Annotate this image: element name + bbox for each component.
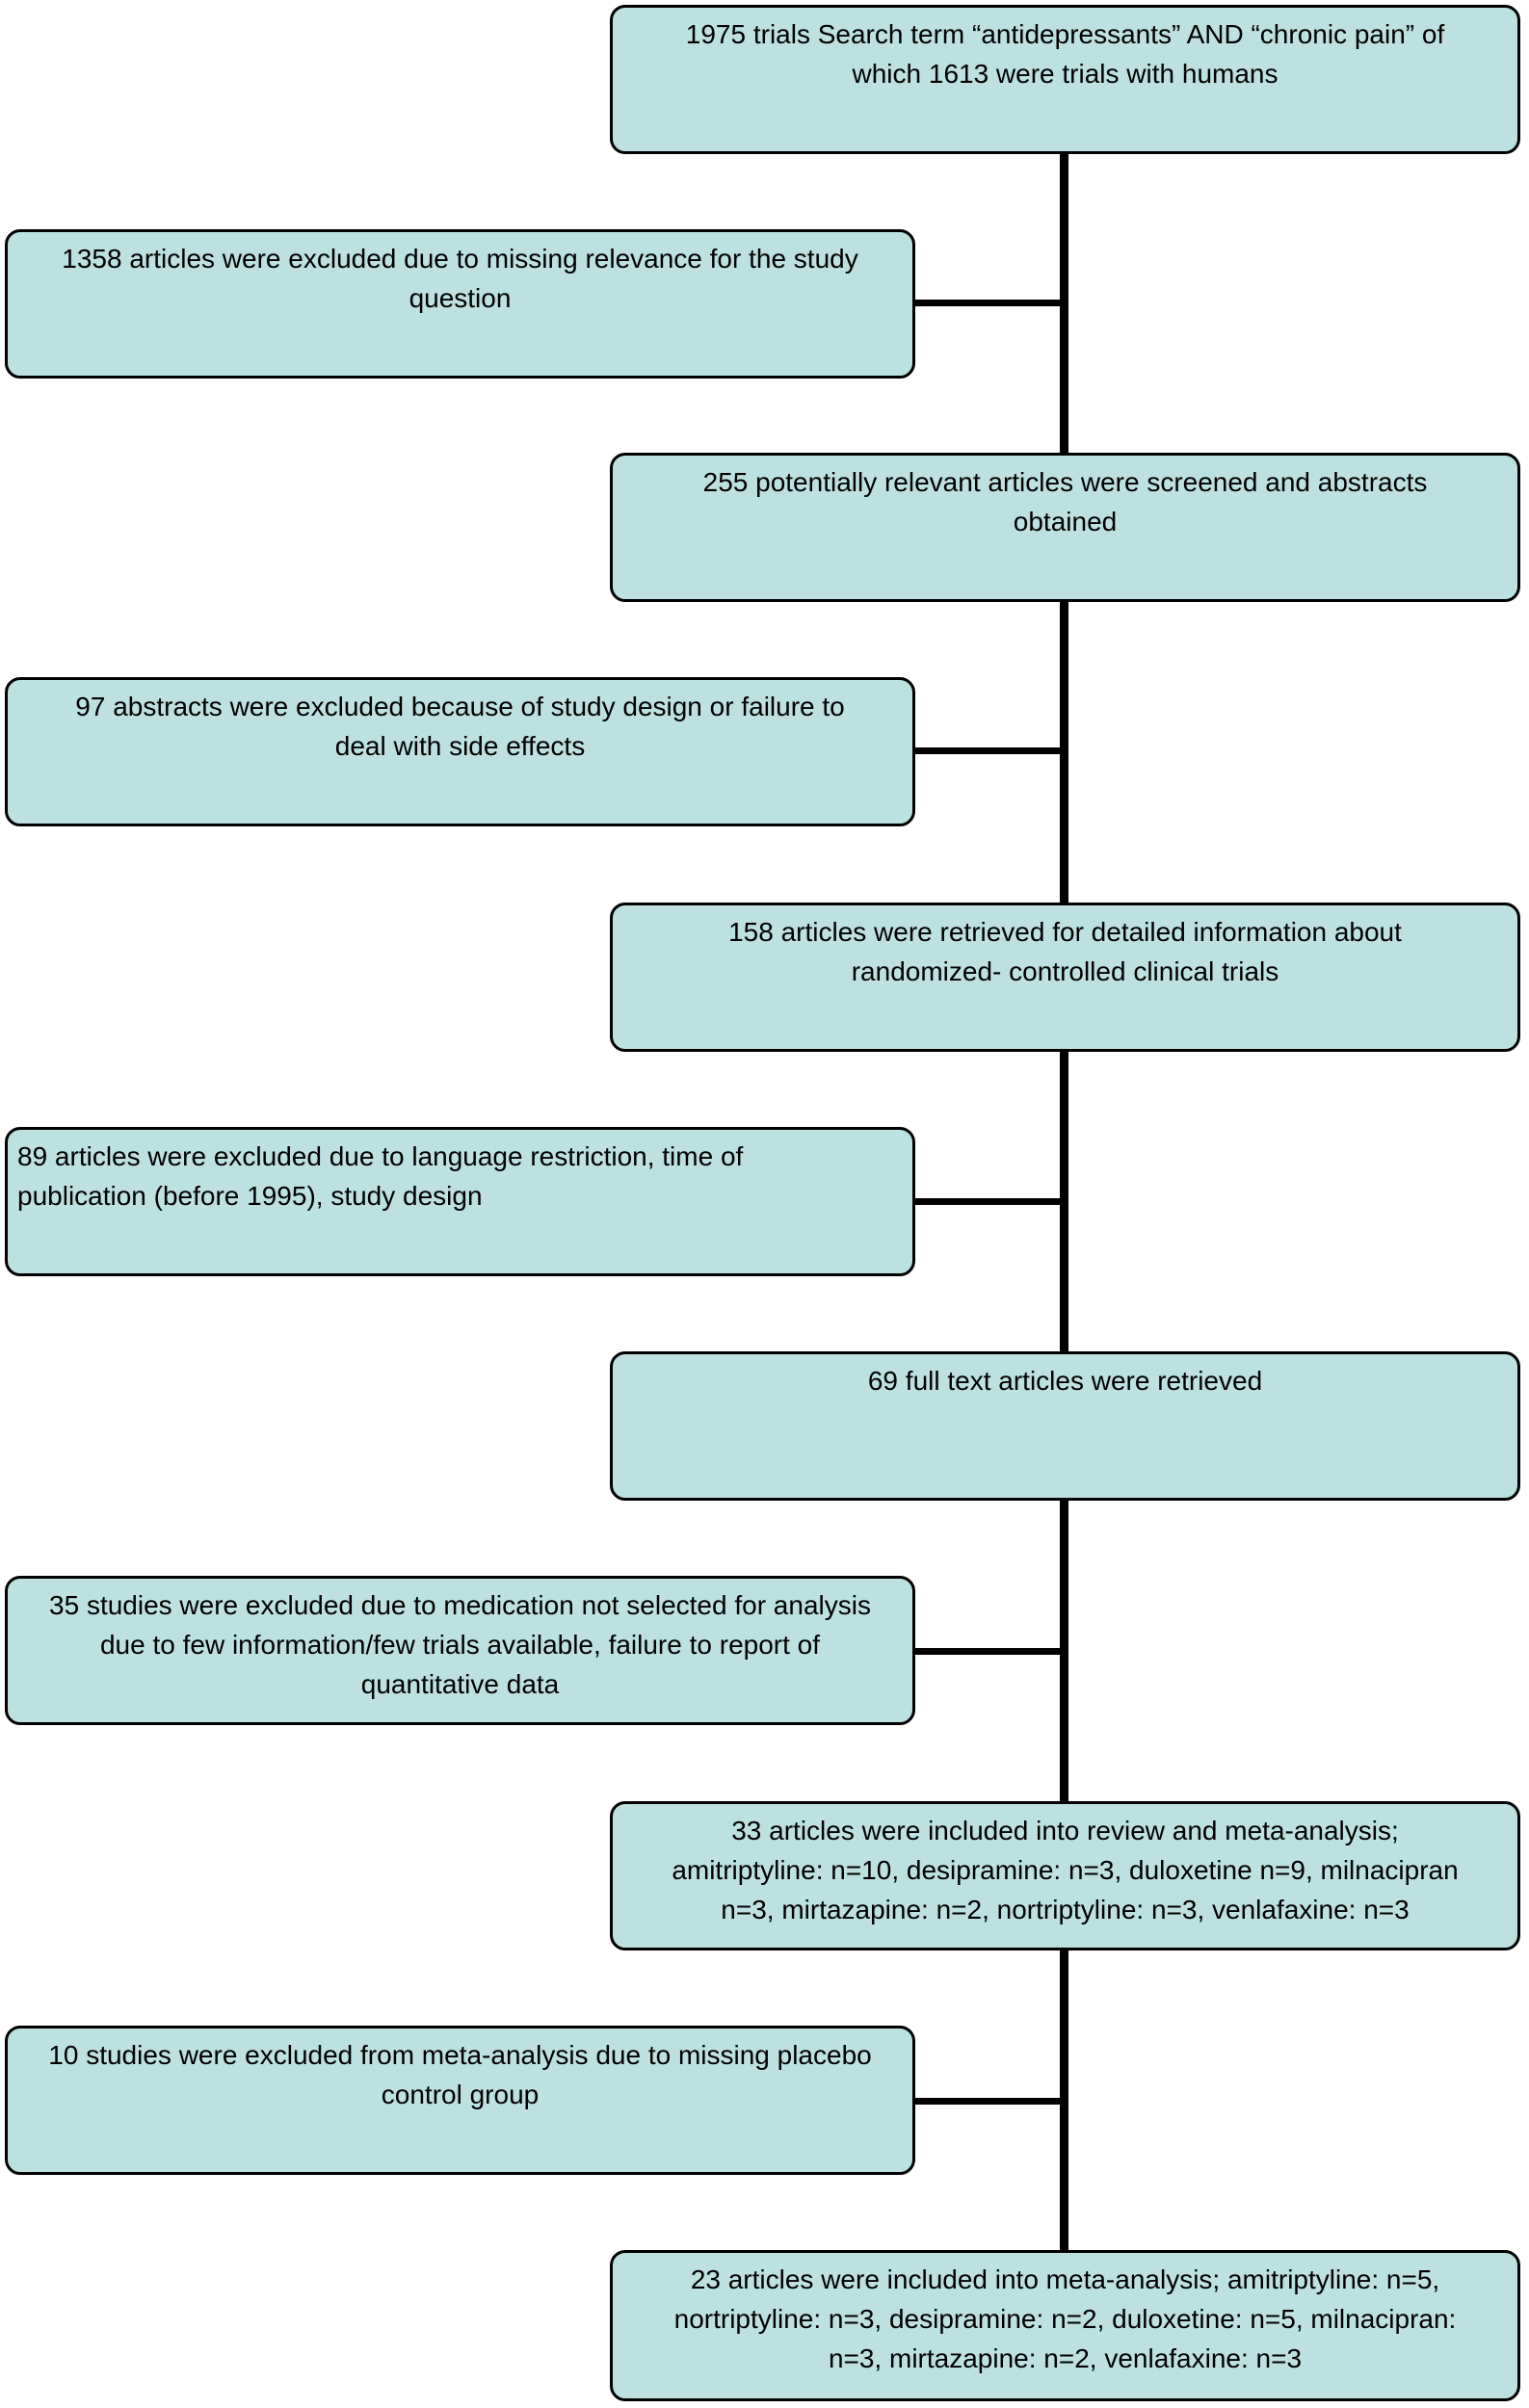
main-box-6: 23 articles were included into meta-anal…: [610, 2250, 1520, 2401]
main-box-4: 69 full text articles were retrieved: [610, 1351, 1520, 1501]
main-box-2-line-1: 255 potentially relevant articles were s…: [702, 467, 1428, 497]
exclusion-box-2-line-2: deal with side effects: [334, 731, 586, 761]
exclusion-box-2: 97 abstracts were excluded because of st…: [5, 677, 915, 826]
main-box-1-line-1: 1975 trials Search term “antidepressants…: [685, 19, 1445, 49]
exclusion-connector-5: [911, 2098, 1066, 2105]
exclusion-connector-4: [911, 1648, 1066, 1655]
exclusion-box-5: 10 studies were excluded from meta-analy…: [5, 2026, 915, 2175]
exclusion-box-1: 1358 articles were excluded due to missi…: [5, 229, 915, 379]
main-box-2-line-2: obtained: [1013, 507, 1118, 537]
main-box-6-line-1: 23 articles were included into meta-anal…: [690, 2264, 1440, 2294]
main-box-5-line-2: amitriptyline: n=10, desipramine: n=3, d…: [672, 1855, 1459, 1885]
exclusion-box-3-line-1: 89 articles were excluded due to languag…: [17, 1141, 744, 1171]
exclusion-box-4-line-1: 35 studies were excluded due to medicati…: [49, 1590, 871, 1620]
exclusion-box-1-line-2: question: [409, 283, 512, 313]
exclusion-box-1-line-1: 1358 articles were excluded due to missi…: [62, 244, 858, 274]
main-box-2: 255 potentially relevant articles were s…: [610, 453, 1520, 602]
main-box-6-line-2: nortriptyline: n=3, desipramine: n=2, du…: [673, 2304, 1457, 2334]
exclusion-box-4-line-2: due to few information/few trials availa…: [99, 1630, 821, 1660]
exclusion-box-4: 35 studies were excluded due to medicati…: [5, 1576, 915, 1725]
main-box-4-line-1: 69 full text articles were retrieved: [867, 1366, 1263, 1396]
exclusion-connector-2: [911, 747, 1066, 754]
exclusion-box-5-line-2: control group: [381, 2080, 540, 2109]
main-box-3-line-1: 158 articles were retrieved for detailed…: [728, 917, 1402, 947]
exclusion-box-5-line-1: 10 studies were excluded from meta-analy…: [48, 2040, 872, 2070]
exclusion-box-2-line-1: 97 abstracts were excluded because of st…: [75, 692, 845, 721]
main-box-3: 158 articles were retrieved for detailed…: [610, 903, 1520, 1052]
main-box-5-line-1: 33 articles were included into review an…: [731, 1816, 1399, 1845]
main-box-1-line-2: which 1613 were trials with humans: [852, 59, 1279, 89]
exclusion-connector-1: [911, 300, 1066, 306]
main-box-5: 33 articles were included into review an…: [610, 1801, 1520, 1950]
exclusion-box-4-line-3: quantitative data: [360, 1669, 560, 1699]
exclusion-box-3: 89 articles were excluded due to languag…: [5, 1127, 915, 1276]
exclusion-connector-3: [911, 1198, 1066, 1205]
main-box-5-line-3: n=3, mirtazapine: n=2, nortriptyline: n=…: [721, 1895, 1410, 1924]
main-box-3-line-2: randomized- controlled clinical trials: [851, 956, 1279, 986]
exclusion-box-3-line-2: publication (before 1995), study design: [17, 1181, 483, 1211]
main-box-6-line-3: n=3, mirtazapine: n=2, venlafaxine: n=3: [828, 2343, 1303, 2373]
main-box-1: 1975 trials Search term “antidepressants…: [610, 5, 1520, 154]
